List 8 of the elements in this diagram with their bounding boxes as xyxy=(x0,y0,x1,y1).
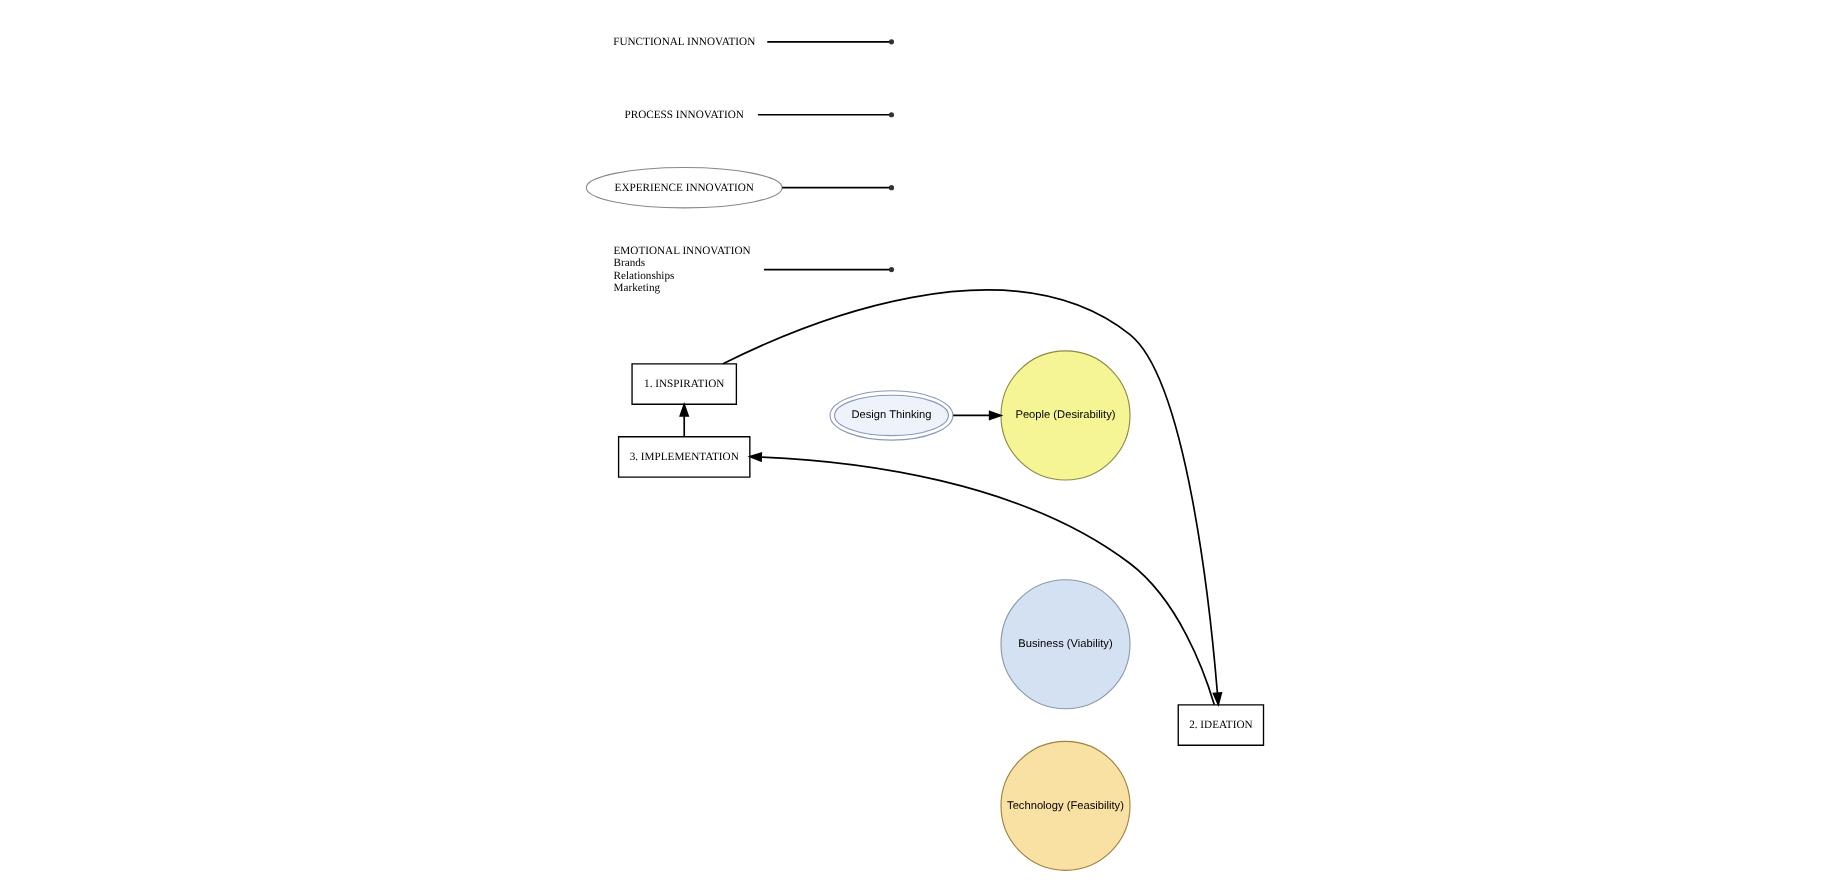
connector xyxy=(780,186,890,189)
arrow xyxy=(746,452,1215,706)
arrow xyxy=(678,402,689,438)
connector xyxy=(765,41,889,43)
arrow xyxy=(721,289,1222,707)
connector xyxy=(756,113,890,116)
connector xyxy=(762,268,889,271)
arrow xyxy=(951,410,1003,421)
